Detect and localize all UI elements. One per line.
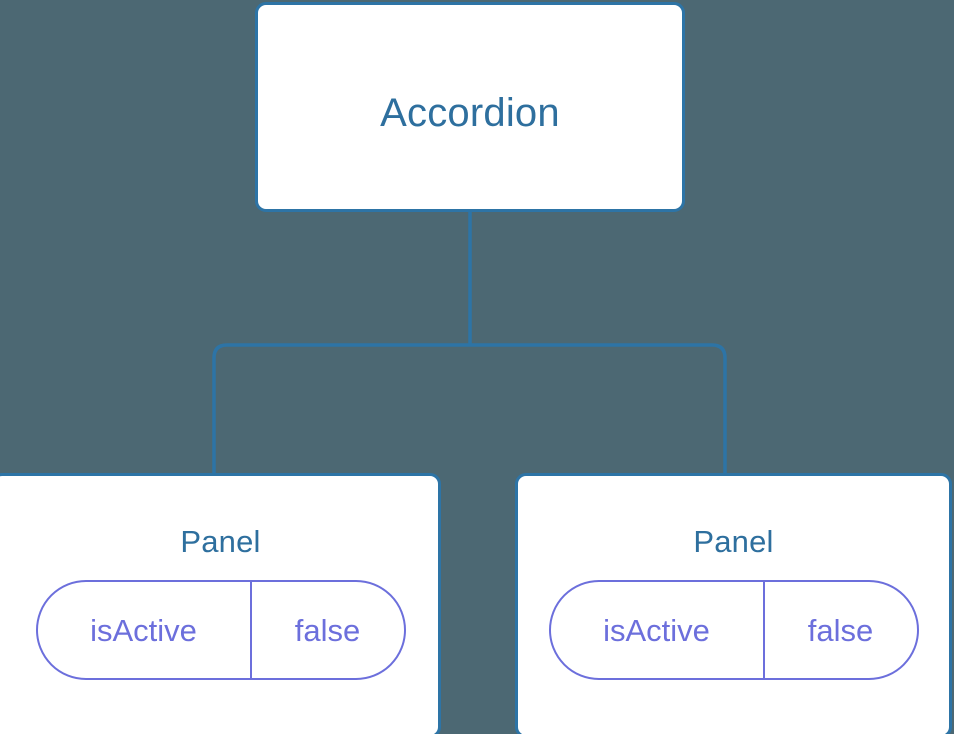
prop-pill-is-active[interactable]: isActive false bbox=[548, 580, 919, 680]
edge-to-panel-right bbox=[470, 343, 727, 478]
prop-key: isActive bbox=[551, 582, 765, 678]
node-accordion[interactable]: Accordion bbox=[255, 2, 685, 212]
node-panel-right-props: isActive false bbox=[518, 580, 949, 680]
node-panel-left[interactable]: Panel isActive false bbox=[0, 473, 441, 734]
node-panel-right-title: Panel bbox=[693, 524, 774, 559]
edge-to-panel-left bbox=[212, 343, 470, 478]
node-accordion-title: Accordion bbox=[380, 91, 560, 135]
node-panel-left-title: Panel bbox=[180, 524, 261, 559]
prop-value: false bbox=[294, 612, 361, 648]
prop-pill-is-active[interactable]: isActive false bbox=[35, 580, 406, 680]
prop-key: isActive bbox=[38, 582, 252, 678]
prop-value: false bbox=[807, 612, 874, 648]
node-panel-left-props: isActive false bbox=[0, 580, 438, 680]
node-panel-right[interactable]: Panel isActive false bbox=[515, 473, 952, 734]
